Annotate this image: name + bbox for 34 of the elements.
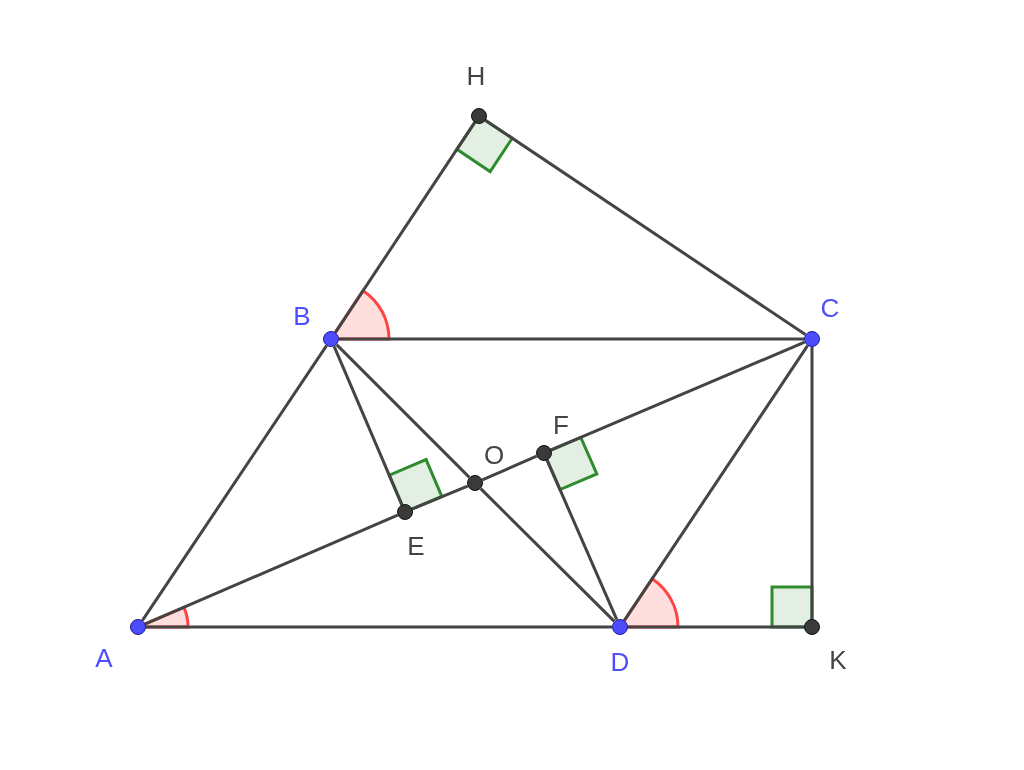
line-segment <box>146 625 612 629</box>
line-segment <box>484 119 807 336</box>
line-segment <box>545 459 619 621</box>
point-dot <box>804 619 820 635</box>
point-dot <box>323 331 339 347</box>
line-segment <box>411 484 469 511</box>
point-label: C <box>820 295 840 321</box>
point-label: O <box>483 442 505 468</box>
line-segment <box>481 454 538 482</box>
point-label: K <box>829 647 847 673</box>
point-label: E <box>407 533 425 559</box>
point-label: H <box>466 63 486 89</box>
line-segment <box>479 487 616 623</box>
line-segment <box>335 343 471 479</box>
line-segment <box>141 344 328 622</box>
line-segment <box>144 513 399 626</box>
point-dot <box>471 108 487 124</box>
line-segment <box>628 625 804 629</box>
point-dot <box>804 331 820 347</box>
line-segment <box>339 337 804 341</box>
point-label: A <box>95 645 113 671</box>
point-dot <box>467 475 483 491</box>
line-segment <box>550 340 806 452</box>
point-dot <box>130 619 146 635</box>
point-label: F <box>553 412 569 438</box>
line-segment <box>623 344 809 622</box>
line-segment <box>332 345 404 506</box>
line-segment <box>334 121 476 334</box>
point-label: B <box>293 303 311 329</box>
point-label: D <box>610 649 630 675</box>
point-dot <box>536 445 552 461</box>
line-segment <box>810 347 814 619</box>
point-dot <box>612 619 628 635</box>
point-dot <box>397 504 413 520</box>
